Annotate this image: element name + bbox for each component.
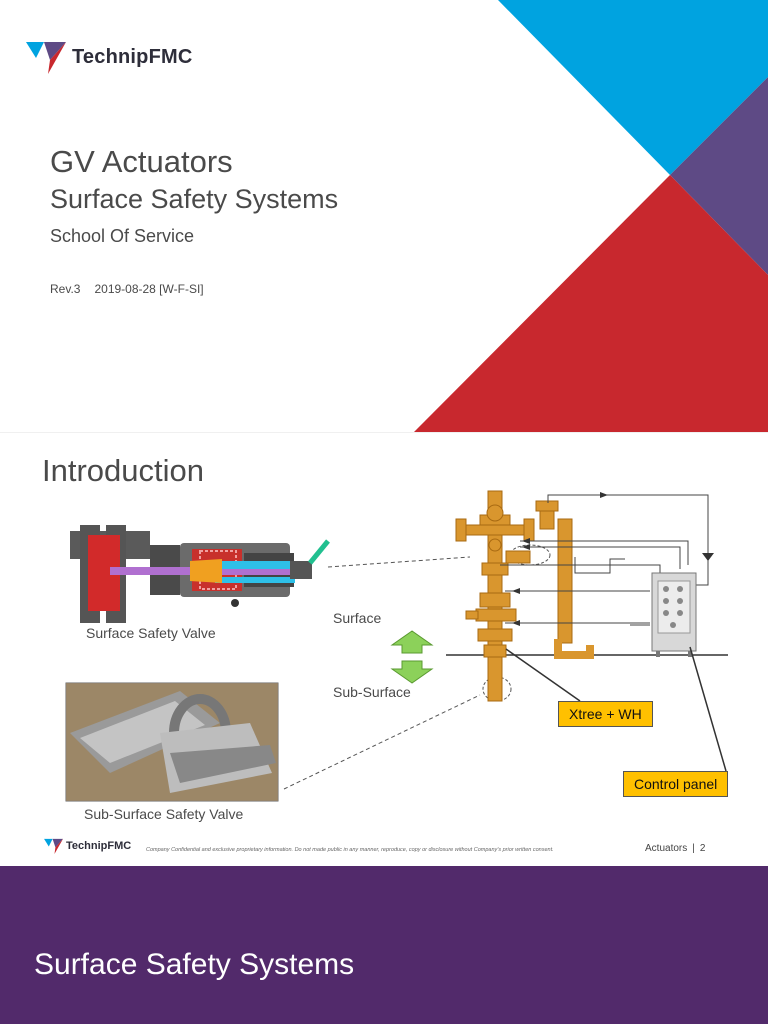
technipfmc-logo: TechnipFMC [26, 38, 193, 76]
footer-section: Actuators [645, 843, 688, 854]
purple-triangle [670, 77, 768, 275]
label-surface-safety-valve: Surface Safety Valve [86, 625, 216, 641]
safety-system-diagram [65, 490, 728, 802]
revision-line: Rev.3 2019-08-28 [W-F-SI] [50, 282, 204, 296]
slide-tagline: School Of Service [50, 226, 195, 246]
section-title: Surface Safety Systems [34, 948, 355, 981]
footer-logo: TechnipFMC [44, 837, 131, 855]
label-surface: Surface [333, 610, 382, 626]
callout-control-panel: Control panel [623, 771, 729, 797]
blue-triangle [498, 0, 768, 175]
slide-title: GV Actuators [50, 144, 233, 179]
red-triangle [414, 175, 768, 432]
title-slide: TechnipFMC GV Actuators Surface Safety S… [0, 0, 768, 432]
footer-brand-name: TechnipFMC [66, 840, 132, 852]
control-panel-image [651, 572, 697, 657]
surface-safety-valve-image [70, 525, 330, 623]
subsurface-safety-valve-image [65, 682, 279, 802]
date-code: 2019-08-28 [W-F-SI] [94, 282, 204, 296]
surface-subsurface-arrows [390, 630, 434, 684]
confidentiality-notice: Company Confidential and exclusive propr… [146, 847, 554, 853]
section-slide: Surface Safety Systems [0, 866, 768, 1024]
control-line-arrows [512, 492, 714, 626]
technipfmc-logo-icon [26, 42, 66, 74]
slide-title: Introduction [42, 453, 204, 488]
revision: Rev.3 [50, 282, 81, 296]
brand-triangles-graphic [414, 0, 768, 432]
slide-subtitle: Surface Safety Systems [50, 184, 339, 214]
brand-name: TechnipFMC [72, 45, 193, 68]
callout-xtree-wh: Xtree + WH [558, 701, 653, 727]
control-lines [500, 494, 709, 626]
introduction-slide: Introduction Surface Safety Valve Surfac… [0, 432, 768, 866]
label-sub-surface: Sub-Surface [333, 684, 411, 700]
page-number: 2 [699, 843, 706, 854]
label-sub-surface-safety-valve: Sub-Surface Safety Valve [84, 806, 244, 822]
footer-page-info: Actuators|2 [645, 843, 706, 854]
technipfmc-logo-icon [44, 838, 63, 855]
xtree-wellhead-image [455, 490, 594, 702]
